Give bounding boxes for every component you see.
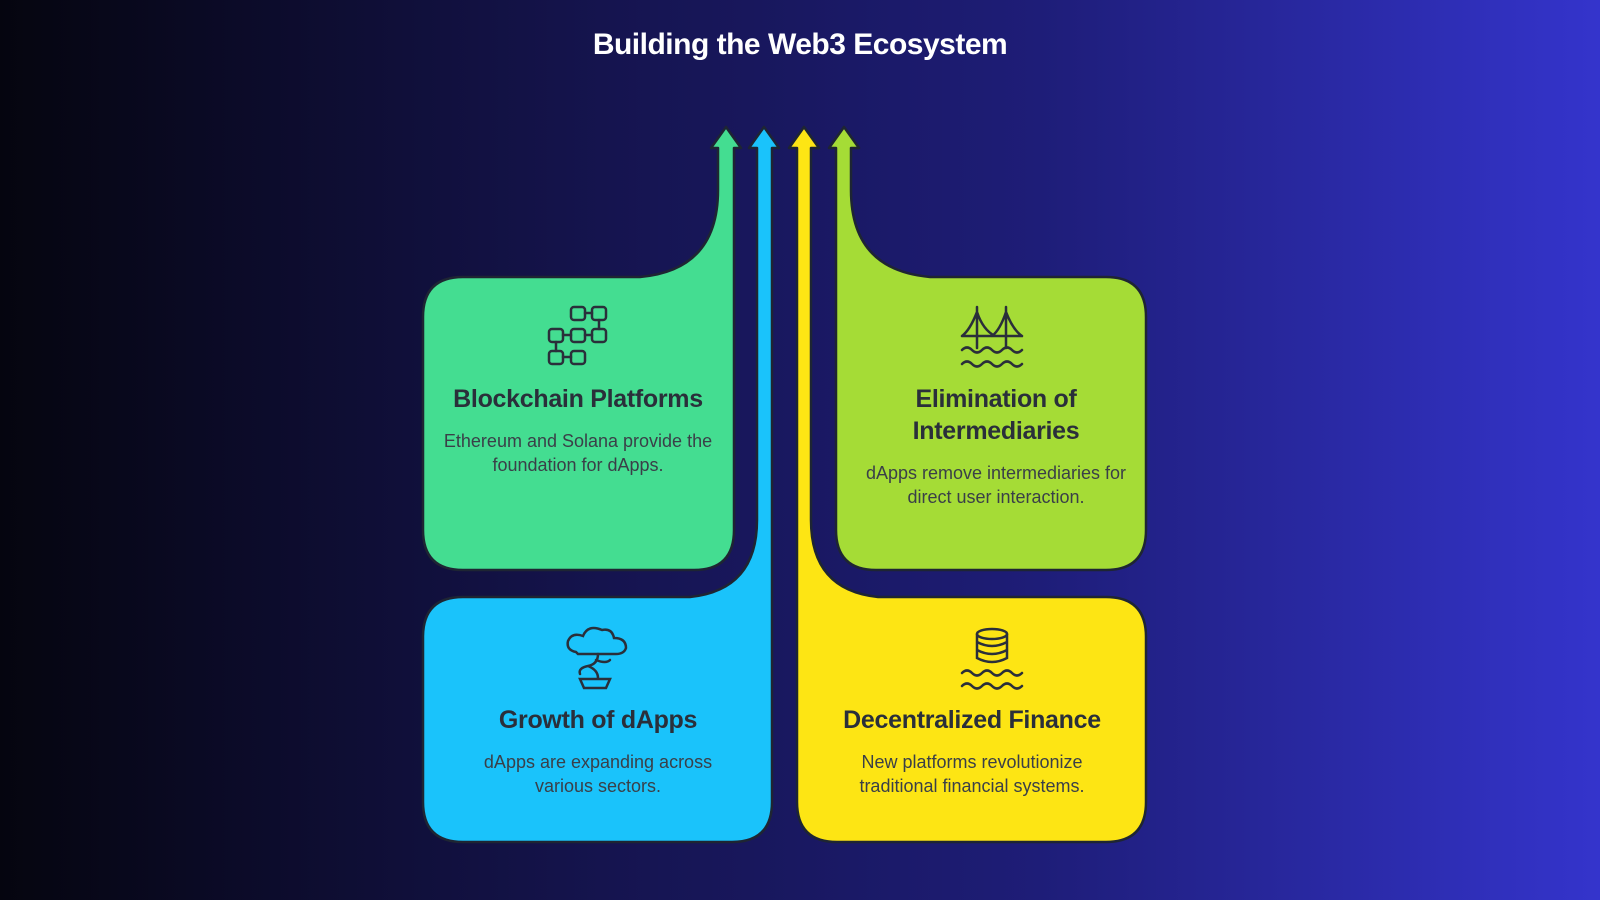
card-title: Decentralized Finance — [843, 706, 1101, 734]
card-description: dApps remove intermediaries for direct u… — [865, 463, 1127, 507]
bridge-icon — [960, 305, 1024, 368]
blockchain-blocks-icon — [547, 305, 608, 366]
coin-stack-water-icon — [960, 627, 1024, 690]
arrow-shape-blockchain — [421, 125, 743, 572]
card-description: Ethereum and Solana provide the foundati… — [443, 431, 713, 475]
diagram-title: Building the Web3 Ecosystem — [592, 28, 1008, 61]
arrow-shape-defi — [787, 125, 1148, 844]
card-elimination-of-intermediaries: Elimination of Intermediaries dApps remo… — [862, 383, 1130, 509]
card-decentralized-finance: Decentralized Finance New platforms revo… — [822, 704, 1122, 798]
card-title: Growth of dApps — [498, 706, 698, 734]
card-growth-of-dapps: Growth of dApps dApps are expanding acro… — [448, 704, 748, 798]
arrow-shape-growth — [421, 125, 781, 844]
card-description: dApps are expanding across various secto… — [483, 752, 713, 796]
card-description: New platforms revolutionize traditional … — [859, 752, 1085, 796]
card-title: Elimination of Intermediaries — [912, 385, 1080, 445]
cloud-bonsai-icon — [566, 626, 628, 690]
card-title: Blockchain Platforms — [453, 385, 703, 413]
card-blockchain-platforms: Blockchain Platforms Ethereum and Solana… — [433, 383, 723, 477]
